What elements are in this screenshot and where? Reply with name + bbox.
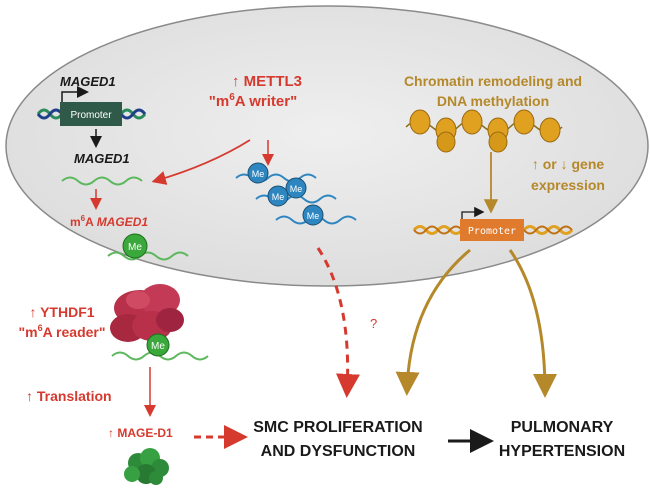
dna-helix-right-2 <box>119 108 147 120</box>
writer-title: ↑ METTL3 <box>232 73 302 90</box>
me-label-blue-1: Me <box>252 169 265 179</box>
me-mark-blue-4 <box>302 204 324 226</box>
nucleosome-array <box>405 109 563 153</box>
promoter-label: Promoter <box>70 110 112 121</box>
gene-name-label: MAGED1 <box>60 74 116 89</box>
ph-line1: PULMONARY <box>511 419 614 436</box>
chromatin-line1: Chromatin remodeling and <box>404 73 582 89</box>
ph-line2: HYPERTENSION <box>499 443 625 460</box>
tss-arrow-icon <box>61 86 89 105</box>
me-mark-blue-3 <box>267 185 289 207</box>
expression-line2: expression <box>531 177 605 193</box>
mettl3-writer-group: ↑ METTL3 "m6A writer" Me Me Me Me ? <box>151 73 377 398</box>
expression-line1: ↑ or ↓ gene <box>532 156 605 172</box>
ythdf1-reader-group: ↑ YTHDF1 "m6A reader" Me ↑ Translation ↑… <box>18 284 248 485</box>
chromatin-to-smc-arrow <box>395 248 471 396</box>
mrna-name-label: MAGED1 <box>74 151 130 166</box>
chromatin-to-ph-arrow <box>508 249 557 398</box>
promoter-box <box>60 102 122 126</box>
chromatin-group: Chromatin remodeling and DNA methylation… <box>395 73 605 398</box>
writer-subtitle: "m6A writer" <box>209 92 297 110</box>
mrna-strand <box>61 176 143 186</box>
me-mark-blue-2 <box>285 177 307 199</box>
me-label: Me <box>128 242 142 253</box>
promoter-orange-box <box>460 219 524 241</box>
dna-helix-left-2 <box>36 108 64 120</box>
me-label-blue-3: Me <box>272 192 285 202</box>
me-mark-green-reader <box>146 333 170 357</box>
protein-label: ↑ MAGE-D1 <box>108 426 173 440</box>
gold-dna-left-2 <box>413 225 463 235</box>
tss-arrow-gold-icon <box>461 206 485 220</box>
chromatin-line2: DNA methylation <box>437 93 549 109</box>
translation-label: ↑ Translation <box>26 388 112 404</box>
smc-line1: SMC PROLIFERATION <box>253 419 422 436</box>
maged1-gene-group: MAGED1 Promoter MAGED1 m6A MAGED1 Me <box>36 74 189 261</box>
me-mark-green <box>122 233 148 259</box>
writer-to-smc-dashed-arrow <box>316 247 360 398</box>
me-label-blue-2: Me <box>290 184 303 194</box>
question-mark: ? <box>370 316 377 331</box>
me-mark-blue-1 <box>247 162 269 184</box>
methylated-mrna-strand <box>107 251 189 261</box>
ribosome-blob <box>110 284 184 342</box>
protein-blob <box>124 448 169 485</box>
promoter-orange-label: Promoter <box>468 226 516 237</box>
me-label-reader: Me <box>151 341 165 352</box>
gold-dna-right-2 <box>523 225 573 235</box>
me-label-blue-4: Me <box>307 211 320 221</box>
cell-ellipse <box>5 5 649 287</box>
smc-line2: AND DYSFUNCTION <box>261 443 416 460</box>
m6a-maged1-label: m6A MAGED1 <box>70 214 148 229</box>
writer-to-mrna-arrow <box>151 139 251 185</box>
outcomes-group: SMC PROLIFERATION AND DYSFUNCTION PULMON… <box>253 419 625 460</box>
reader-subtitle: "m6A reader" <box>18 323 105 340</box>
reader-title: ↑ YTHDF1 <box>29 304 94 320</box>
